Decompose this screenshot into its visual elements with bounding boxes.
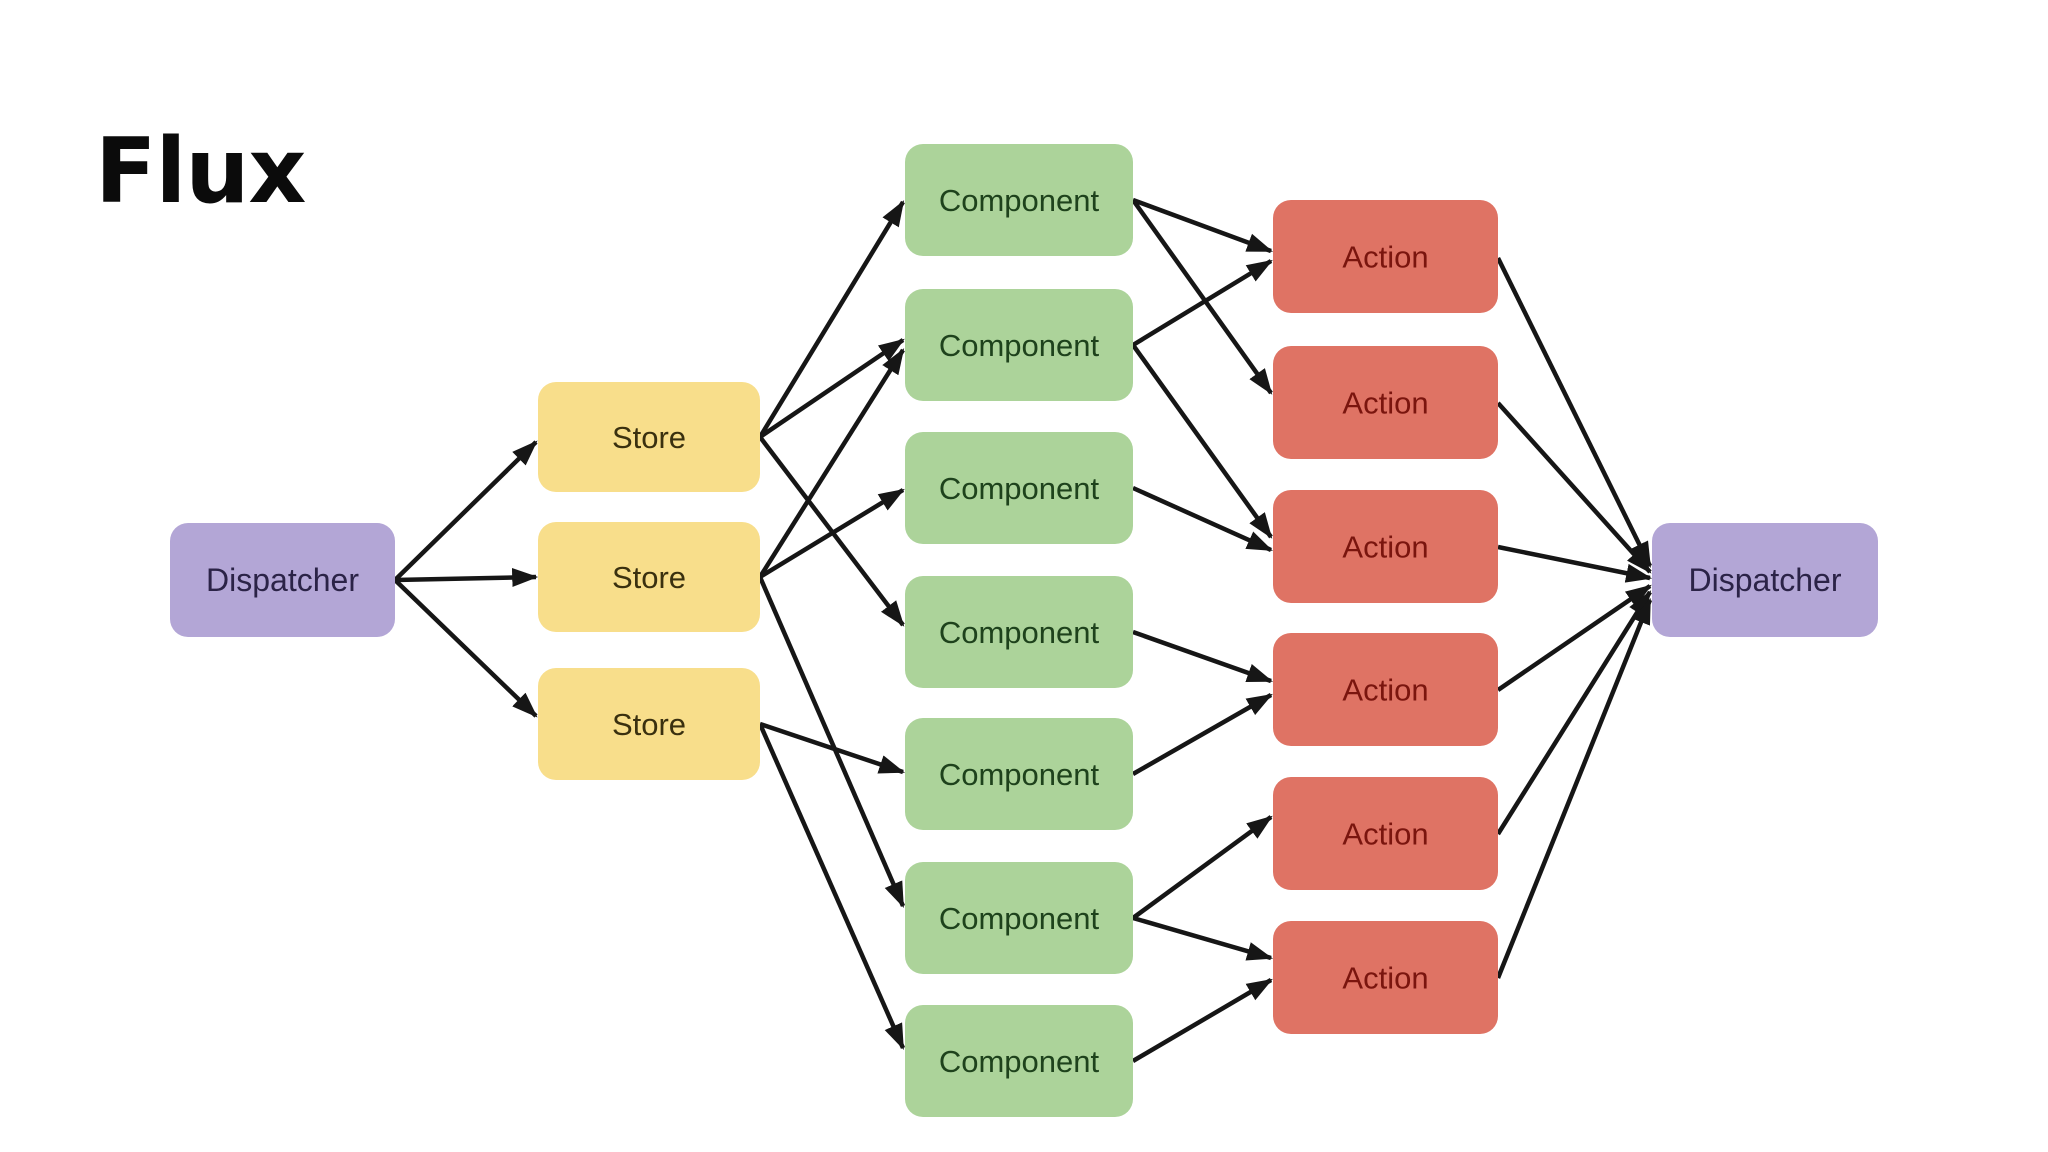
node-store-1: Store	[538, 382, 760, 492]
node-label-dispatcher-right: Dispatcher	[1689, 562, 1842, 598]
edge-dispatcher-left-to-store-3	[393, 578, 538, 718]
edge-store-2-to-component-3	[758, 488, 905, 579]
node-component-7: Component	[905, 1005, 1133, 1117]
edge-store-1-to-component-1	[758, 200, 905, 439]
node-label-component-5: Component	[939, 757, 1100, 792]
node-label-action-5: Action	[1342, 816, 1428, 851]
node-label-component-3: Component	[939, 471, 1100, 506]
page-title: Flux	[95, 119, 305, 224]
node-layer: DispatcherStoreStoreStoreComponentCompon…	[170, 144, 1878, 1117]
edge-layer	[393, 197, 1653, 1063]
node-action-2: Action	[1273, 346, 1498, 459]
edge-component-1-to-action-1	[1132, 197, 1274, 254]
edge-component-2-to-action-1	[1131, 259, 1273, 347]
node-action-1: Action	[1273, 200, 1498, 313]
edge-store-1-to-component-2	[758, 338, 905, 439]
edge-component-1-to-action-2	[1131, 198, 1273, 395]
node-box-store-3	[538, 668, 760, 780]
node-action-5: Action	[1273, 777, 1498, 890]
node-label-component-1: Component	[939, 183, 1100, 218]
node-box-action-1	[1273, 200, 1498, 313]
edge-dispatcher-left-to-store-1	[393, 440, 538, 582]
node-component-5: Component	[905, 718, 1133, 830]
edge-action-4-to-dispatcher-right	[1496, 584, 1652, 692]
edge-component-3-to-action-3	[1132, 485, 1273, 553]
node-action-3: Action	[1273, 490, 1498, 603]
node-label-action-2: Action	[1342, 385, 1428, 420]
node-box-store-1	[538, 382, 760, 492]
edge-component-5-to-action-4	[1131, 693, 1273, 776]
node-label-store-2: Store	[612, 560, 686, 595]
node-component-6: Component	[905, 862, 1133, 974]
node-box-action-2	[1273, 346, 1498, 459]
node-dispatcher-right: Dispatcher	[1652, 523, 1878, 637]
node-box-component-2	[905, 289, 1133, 401]
node-box-store-2	[538, 522, 760, 632]
node-component-2: Component	[905, 289, 1133, 401]
node-box-component-5	[905, 718, 1133, 830]
edge-component-6-to-action-5	[1131, 815, 1273, 920]
edge-component-4-to-action-4	[1132, 629, 1274, 684]
node-box-action-4	[1273, 633, 1498, 746]
node-box-action-3	[1273, 490, 1498, 603]
node-label-store-1: Store	[612, 420, 686, 455]
edge-component-2-to-action-3	[1131, 343, 1273, 539]
node-label-component-6: Component	[939, 901, 1100, 936]
node-label-store-3: Store	[612, 707, 686, 742]
edge-action-3-to-dispatcher-right	[1497, 544, 1653, 583]
node-box-component-3	[905, 432, 1133, 544]
node-store-3: Store	[538, 668, 760, 780]
edge-action-6-to-dispatcher-right	[1495, 597, 1653, 979]
node-dispatcher-left: Dispatcher	[170, 523, 395, 637]
edge-component-7-to-action-6	[1131, 978, 1273, 1063]
node-action-6: Action	[1273, 921, 1498, 1034]
node-box-action-6	[1273, 921, 1498, 1034]
node-label-action-1: Action	[1342, 239, 1428, 274]
edge-component-6-to-action-6	[1132, 915, 1274, 961]
edge-store-3-to-component-5	[759, 721, 906, 775]
node-store-2: Store	[538, 522, 760, 632]
node-label-action-4: Action	[1342, 672, 1428, 707]
node-box-component-4	[905, 576, 1133, 688]
node-box-action-5	[1273, 777, 1498, 890]
node-label-action-3: Action	[1342, 529, 1428, 564]
edge-store-2-to-component-2	[758, 348, 905, 579]
edge-action-1-to-dispatcher-right	[1495, 257, 1653, 568]
node-component-3: Component	[905, 432, 1133, 544]
node-label-component-7: Component	[939, 1044, 1100, 1079]
edge-dispatcher-left-to-store-2	[394, 567, 539, 588]
node-box-component-7	[905, 1005, 1133, 1117]
node-label-action-6: Action	[1342, 960, 1428, 995]
node-box-dispatcher-left	[170, 523, 395, 637]
node-box-component-1	[905, 144, 1133, 256]
node-label-component-4: Component	[939, 615, 1100, 650]
edge-action-5-to-dispatcher-right	[1496, 590, 1652, 836]
node-label-dispatcher-left: Dispatcher	[206, 562, 359, 598]
node-label-component-2: Component	[939, 328, 1100, 363]
edge-store-3-to-component-7	[757, 723, 906, 1050]
node-action-4: Action	[1273, 633, 1498, 746]
node-component-4: Component	[905, 576, 1133, 688]
edge-action-2-to-dispatcher-right	[1496, 401, 1652, 574]
edge-store-2-to-component-6	[757, 576, 906, 908]
node-box-dispatcher-right	[1652, 523, 1878, 637]
node-box-component-6	[905, 862, 1133, 974]
node-component-1: Component	[905, 144, 1133, 256]
